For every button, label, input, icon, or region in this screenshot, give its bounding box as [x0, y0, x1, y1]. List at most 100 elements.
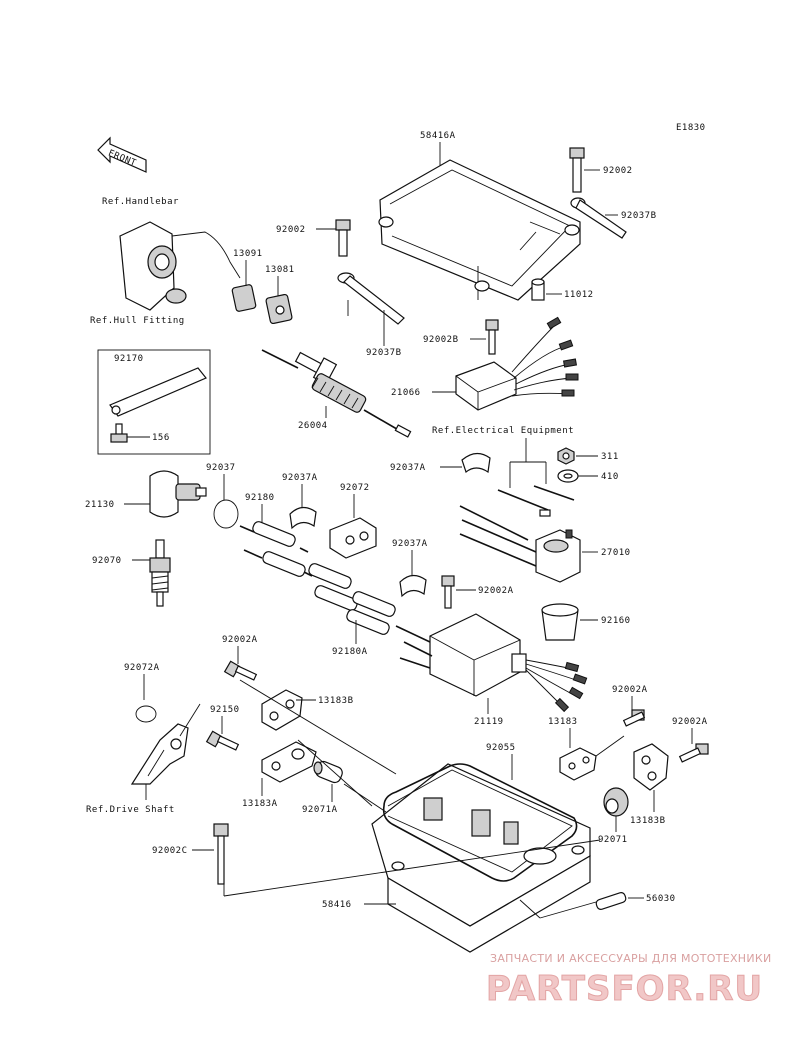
label-56030: 56030 [646, 894, 676, 904]
label-92002A-right1: 92002A [612, 685, 648, 695]
washer-410 [557, 469, 579, 483]
damper-92071 [603, 787, 629, 817]
watermark-brand-logo: PARTSFOR.RU [486, 969, 763, 1009]
label-92002C: 92002C [152, 846, 188, 856]
label-92037B-right: 92037B [621, 211, 657, 221]
label-156: 156 [152, 433, 170, 443]
label-92037A-low: 92037A [392, 539, 428, 549]
label-92150: 92150 [210, 705, 240, 715]
label-92002A-left: 92002A [222, 635, 258, 645]
label-92037B-mid: 92037B [366, 348, 402, 358]
label-21130: 21130 [85, 500, 115, 510]
leader-lines [179, 679, 601, 919]
label-92160: 92160 [601, 616, 631, 626]
grommet-56030 [595, 892, 627, 910]
clamp-92037A-mid [289, 506, 317, 530]
label-92071: 92071 [598, 835, 628, 845]
bushing-13091 [231, 284, 257, 312]
label-92002B: 92002B [423, 335, 459, 345]
tubes-92180 [239, 521, 396, 635]
collar-11012 [531, 278, 545, 301]
bolt-92002A-right2 [678, 743, 709, 763]
ignition-unit-21119 [395, 613, 588, 713]
bolt-92150 [205, 730, 240, 751]
label-92072A: 92072A [124, 663, 160, 673]
label-92180: 92180 [245, 493, 275, 503]
bushing-13081 [265, 293, 293, 325]
ref-drive-shaft-label: Ref.Drive Shaft [86, 805, 175, 815]
handlebar-switch-housing [119, 221, 241, 311]
ref-handlebar-label: Ref.Handlebar [102, 197, 179, 207]
label-13091: 13091 [233, 249, 263, 259]
holder-92072 [329, 517, 377, 559]
label-92002-left: 92002 [276, 225, 306, 235]
label-92037A-mid: 92037A [282, 473, 318, 483]
label-92071A: 92071A [302, 805, 338, 815]
bolt-92002C [213, 823, 229, 885]
label-92170: 92170 [114, 354, 144, 364]
label-92072: 92072 [340, 483, 370, 493]
starter-relay-27010 [459, 505, 581, 583]
clip-92072A [135, 705, 157, 723]
label-21119: 21119 [474, 717, 504, 727]
bracket-13183A [261, 741, 317, 783]
bracket-13183B-left [261, 689, 303, 731]
watermark-tagline: ЗАПЧАСТИ И АКСЕССУАРЫ ДЛЯ МОТОТЕХНИКИ [490, 952, 772, 965]
bolt-92002A-right1 [622, 709, 646, 727]
ref-hull-fitting-label: Ref.Hull Fitting [90, 316, 185, 326]
hull-fitting-group-box [97, 349, 211, 455]
diagram-code: E1830 [676, 123, 706, 133]
plug-cap-21130 [149, 470, 207, 518]
clip-ring-92037 [213, 499, 239, 529]
ref-electrical-equipment-label: Ref.Electrical Equipment [432, 426, 574, 436]
label-92070: 92070 [92, 556, 122, 566]
drive-shaft-bracket [130, 723, 189, 785]
clamp-92037A-low [399, 574, 427, 598]
bolt-156 [110, 423, 128, 443]
clamp-92037B-right [570, 197, 627, 239]
front-direction-arrow: FRONT [97, 136, 147, 173]
gasket-92055 [382, 763, 578, 882]
label-27010: 27010 [601, 548, 631, 558]
bolt-92002-top-right [569, 147, 585, 193]
bolt-92002A-left [223, 660, 258, 681]
label-13183B-right: 13183B [630, 816, 666, 826]
label-92002-top-right: 92002 [603, 166, 633, 176]
bracket-13183B-right [633, 743, 669, 791]
label-92037A-right: 92037A [390, 463, 426, 473]
battery-cables [497, 485, 575, 517]
label-92002A-mid: 92002A [478, 586, 514, 596]
nut-311 [557, 447, 575, 465]
label-58416: 58416 [322, 900, 352, 910]
label-26004: 26004 [298, 421, 328, 431]
label-311: 311 [601, 452, 619, 462]
sleeve-92160 [541, 603, 579, 641]
label-92002A-right2: 92002A [672, 717, 708, 727]
label-92037: 92037 [206, 463, 236, 473]
label-21066: 21066 [391, 388, 421, 398]
label-13183B-left: 13183B [318, 696, 354, 706]
bracket-92170 [109, 367, 207, 417]
damper-92071A [313, 760, 343, 784]
label-13183A: 13183A [242, 799, 278, 809]
bracket-13183 [559, 747, 597, 781]
bolt-92002B [485, 319, 499, 355]
spark-plug-92070 [149, 539, 171, 607]
label-13081: 13081 [265, 265, 295, 275]
bolt-92002A-mid [441, 575, 455, 609]
label-11012: 11012 [564, 290, 594, 300]
electric-case-58416 [371, 763, 591, 953]
label-410: 410 [601, 472, 619, 482]
bolt-92002-left [335, 219, 351, 257]
label-58416A: 58416A [420, 131, 456, 141]
clamp-92037B-mid [337, 272, 405, 325]
cable-assembly-26004 [261, 349, 412, 438]
label-92180A: 92180A [332, 647, 368, 657]
clamp-92037A-right [461, 452, 491, 474]
label-92055: 92055 [486, 743, 516, 753]
label-13183: 13183 [548, 717, 578, 727]
regulator-21066 [455, 316, 579, 411]
electric-case-cover-58416A [378, 159, 581, 301]
